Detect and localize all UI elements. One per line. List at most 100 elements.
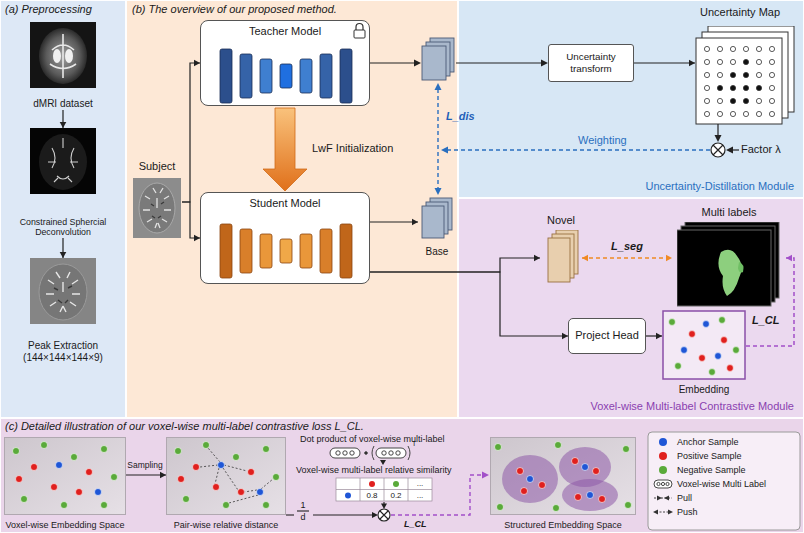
illustration-part — [223, 502, 230, 509]
illustration-part — [41, 442, 48, 449]
illustration-part — [208, 448, 220, 462]
illustration-part — [548, 238, 570, 282]
legend-swatch — [659, 466, 667, 474]
illustration-part — [414, 60, 421, 67]
illustration-part — [101, 446, 108, 453]
illustration-part — [340, 224, 352, 278]
illustration-part — [704, 98, 709, 103]
connector — [126, 472, 166, 479]
illustration-part — [715, 135, 722, 142]
illustration-part — [175, 442, 280, 509]
illustration-part — [541, 60, 548, 67]
illustration-part — [340, 49, 352, 103]
arrow-head — [194, 60, 200, 67]
arrow-head — [412, 219, 418, 226]
arrow-head — [786, 255, 792, 262]
annotation-label: 0.2 — [390, 490, 401, 501]
node-text: Novel — [547, 214, 575, 227]
illustration-part — [65, 49, 73, 63]
illustration-part — [13, 442, 118, 509]
init-arrow — [263, 108, 307, 191]
feature-node: Novel — [540, 214, 582, 288]
illustration-part — [300, 234, 312, 268]
connector — [582, 255, 672, 262]
illustration-part — [653, 510, 658, 515]
illustration-part — [297, 510, 309, 511]
connector — [60, 110, 67, 128]
uncertainty-map — [686, 26, 796, 126]
panel: (a) Preprocessing dMRI dataset Constrain… — [0, 0, 126, 418]
illustration-part — [730, 59, 735, 64]
illustration-part — [220, 224, 232, 278]
illustration-part — [704, 72, 709, 77]
illustration-part — [53, 49, 61, 63]
illustration-part — [286, 514, 294, 515]
annotation-label: T — [412, 440, 416, 448]
legend-icon — [653, 480, 673, 515]
illustration-part — [548, 230, 578, 282]
dmri-image — [30, 22, 96, 88]
illustration-part — [422, 198, 452, 238]
illustration-part — [336, 489, 432, 490]
illustration-part — [229, 495, 258, 503]
illustration-part — [727, 365, 734, 372]
illustration-part — [382, 451, 386, 455]
illustration-part — [654, 498, 672, 499]
illustration-part — [233, 454, 240, 461]
label-node: Multi labels — [672, 206, 786, 306]
similarity-table — [336, 478, 432, 501]
connector-line — [746, 258, 794, 346]
illustration-part — [726, 147, 733, 154]
annotation-label: ... — [417, 478, 424, 489]
node-text: (c) Detailed illustration of our voxel-w… — [5, 420, 364, 433]
illustration-part — [224, 465, 247, 471]
illustration-part — [261, 479, 273, 489]
feature-stack — [540, 230, 582, 288]
illustration-part — [699, 355, 706, 362]
illustration-part — [133, 178, 181, 238]
label-volume — [677, 222, 781, 308]
feature-stack — [418, 196, 456, 240]
illustration-part — [717, 72, 722, 77]
illustration-part — [743, 85, 748, 90]
illustration-part — [756, 85, 761, 90]
illustration-part — [244, 490, 257, 492]
illustration-part — [654, 480, 672, 488]
illustration-part — [657, 482, 660, 485]
multiply-symbol — [378, 509, 390, 521]
illustration-part — [743, 46, 748, 51]
illustration-part — [223, 468, 238, 490]
illustration-part — [704, 85, 709, 90]
illustration-part — [731, 149, 739, 150]
node-text: (a) Preprocessing — [5, 3, 92, 16]
illustration-part — [240, 229, 252, 273]
illustration-part — [313, 514, 373, 515]
connector-line — [634, 62, 695, 63]
arrow-head — [689, 60, 695, 67]
illustration-part — [354, 30, 365, 38]
illustration-part — [435, 188, 442, 195]
illustration-part — [666, 482, 669, 485]
annotation-label: Dot product of voxel-wise multi-label — [300, 434, 445, 444]
illustration-part — [218, 462, 225, 469]
illustration-part — [663, 311, 745, 379]
connector — [634, 60, 695, 67]
illustration-part — [391, 475, 483, 515]
legend-text: Voxel-wise Multi Label — [677, 478, 766, 490]
space-node: Voxel-wise Embedding Space — [4, 437, 126, 531]
model-box: Teacher Model — [200, 20, 370, 106]
annotation-label: ... — [417, 490, 424, 501]
illustration-part — [668, 510, 673, 515]
illustration-part — [200, 465, 218, 467]
illustration-part — [369, 481, 375, 487]
annotation-label: L_CL — [404, 519, 427, 529]
illustration-part — [502, 447, 618, 511]
illustration-part — [437, 89, 438, 189]
peak-image — [30, 258, 96, 324]
illustration-part — [696, 38, 782, 124]
illustration-part — [380, 511, 388, 519]
illustration-part — [408, 446, 410, 460]
node-text: Pair-wise relative distance — [174, 520, 279, 531]
annotation-label: L_dis — [446, 110, 475, 123]
illustration-part — [756, 59, 761, 64]
